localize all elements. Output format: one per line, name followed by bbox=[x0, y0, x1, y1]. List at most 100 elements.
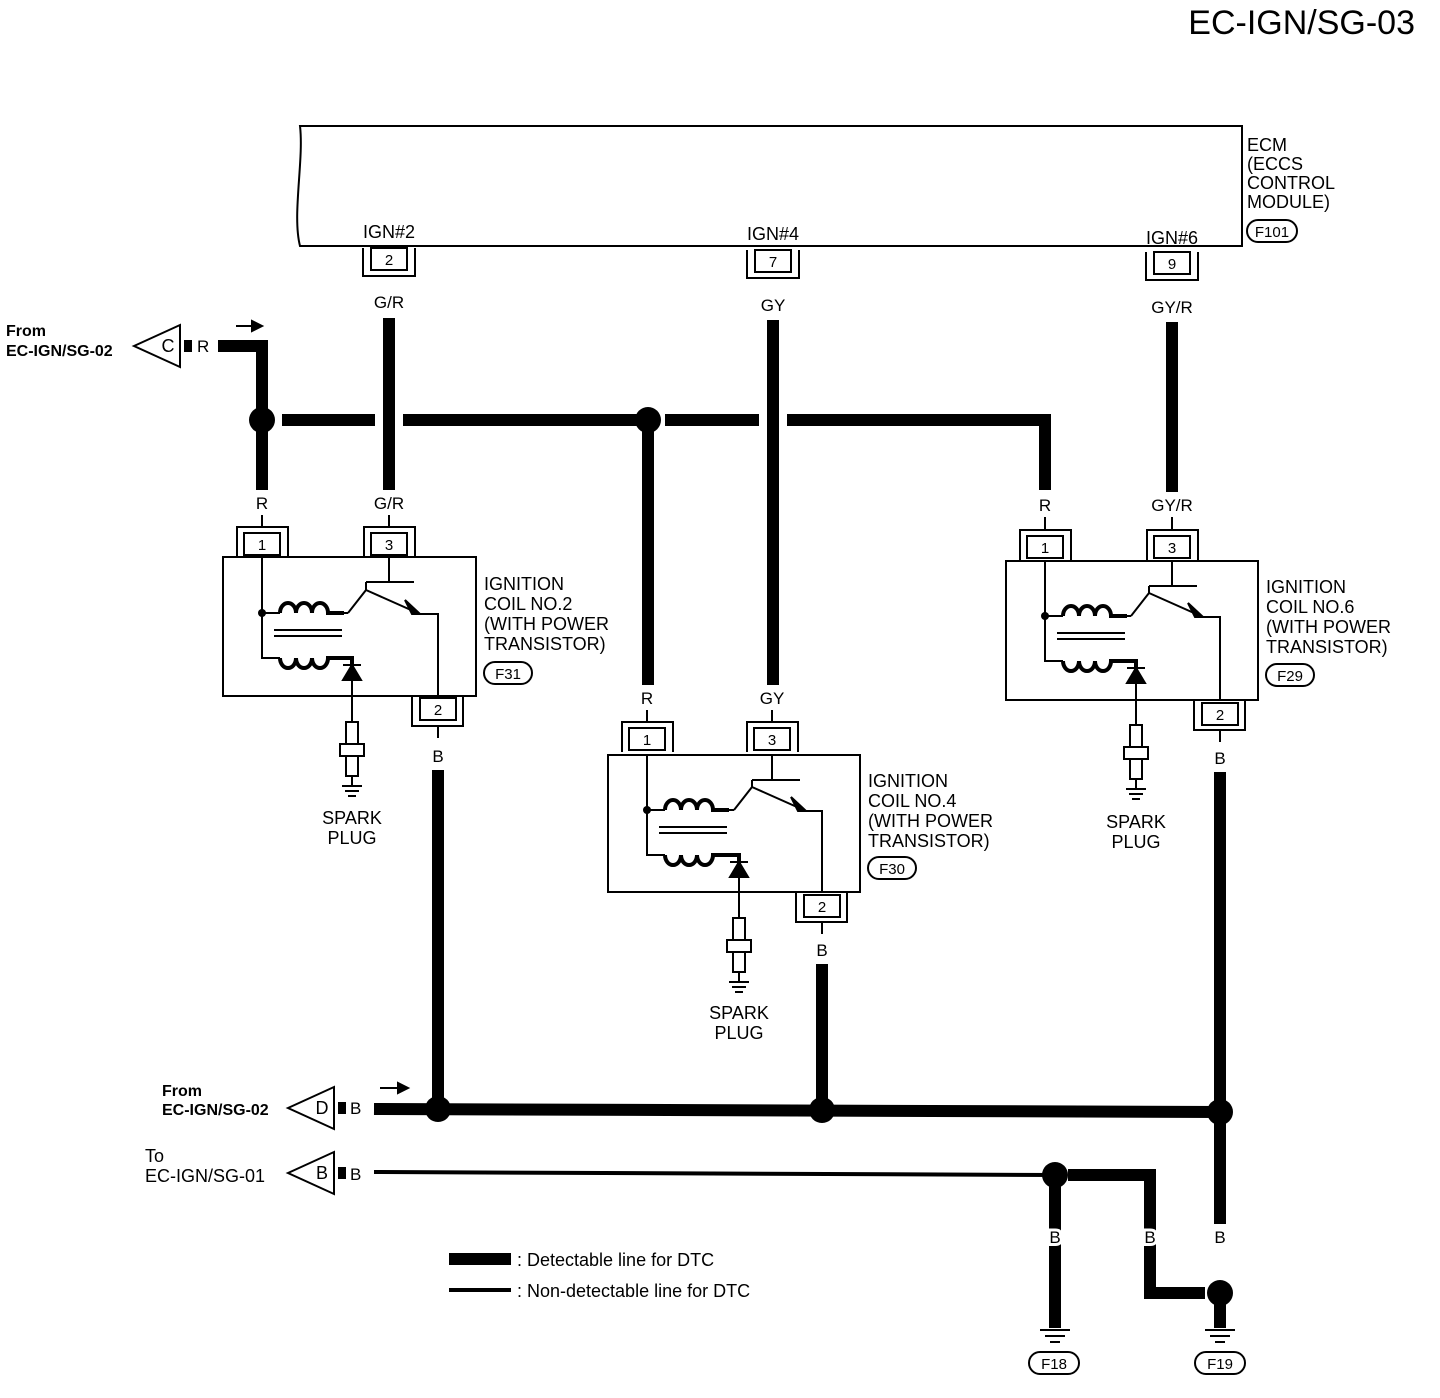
coil2-label-line-1: IGNITION bbox=[484, 574, 564, 594]
coil2-pin3: 3 bbox=[385, 537, 393, 554]
coil6-junction-dot bbox=[1041, 612, 1049, 620]
spark-plug-coil4-label-line-1: SPARK bbox=[709, 1003, 769, 1023]
coil4-pin1: 1 bbox=[643, 732, 651, 749]
coil6-primary-winding bbox=[1061, 604, 1127, 618]
coil2-pin2: 2 bbox=[434, 702, 442, 719]
spark-plug-coil4-label-line-2: PLUG bbox=[714, 1023, 763, 1043]
coil2-pin1: 1 bbox=[258, 537, 266, 554]
ecm-terminal-bracket-ign6 bbox=[1145, 252, 1199, 281]
coil4-pin3-box bbox=[753, 727, 791, 751]
ref-d-direction: From bbox=[162, 1083, 202, 1100]
coil2-label-line-3: (WITH POWER bbox=[484, 614, 609, 634]
ecm-terminal-pin-box-ign2 bbox=[370, 247, 408, 271]
coil4-pin1-bracket bbox=[621, 721, 674, 752]
ecm-terminal-pin-box-ign6 bbox=[1153, 251, 1191, 275]
ecm-terminal-bracket-ign2 bbox=[362, 248, 416, 277]
legend-non-detectable-text: : Non-detectable line for DTC bbox=[517, 1281, 750, 1301]
coil2-pin3-box bbox=[370, 532, 408, 556]
ecm-terminal-name-ign4: IGN#4 bbox=[747, 224, 799, 244]
wire-label-b-coil6: B bbox=[1214, 749, 1225, 768]
coil2-pin1-bracket bbox=[236, 526, 289, 557]
ecm-label-line-4: MODULE) bbox=[1247, 192, 1330, 212]
ecm-connector-badge bbox=[1246, 219, 1298, 243]
wire-label-b-coil2: B bbox=[432, 747, 443, 766]
spark-plug-coil6-body bbox=[1123, 746, 1149, 760]
ecm-box bbox=[296, 125, 1243, 247]
wire-label-b-coil4: B bbox=[816, 941, 827, 960]
ecm-terminal-pin-ign2: 2 bbox=[385, 252, 393, 269]
ground-f19-badge bbox=[1194, 1351, 1246, 1375]
coil2-pin3-bracket bbox=[363, 526, 416, 557]
coil2-label-line-2: COIL NO.2 bbox=[484, 594, 572, 614]
ground-f18-connector: F18 bbox=[1041, 1356, 1067, 1373]
coil4-connector-badge bbox=[867, 856, 917, 880]
coil6-label-line-2: COIL NO.6 bbox=[1266, 597, 1354, 617]
coil2-connector-id: F31 bbox=[495, 666, 521, 683]
ref-c-direction: From bbox=[6, 323, 46, 340]
wire-b-to-sg01 bbox=[373, 1170, 1056, 1177]
coil4-junction-dot bbox=[643, 806, 651, 814]
coil4-label-line-1: IGNITION bbox=[868, 771, 948, 791]
ecm-terminal-name-ign2: IGN#2 bbox=[363, 222, 415, 242]
coil4-label-line-2: COIL NO.4 bbox=[868, 791, 956, 811]
wire-label-b-f18: B bbox=[1049, 1228, 1060, 1247]
wire-r-bus-seg4 bbox=[787, 414, 1051, 490]
ref-d-arrow-symbol bbox=[285, 1085, 335, 1131]
wire-label-gy-top: GY bbox=[761, 296, 786, 315]
coil4-label-line-4: TRANSISTOR) bbox=[868, 831, 990, 851]
ref-d-flow-arrow bbox=[380, 1081, 411, 1095]
spark-plug-coil2-label-line-2: PLUG bbox=[327, 828, 376, 848]
spark-plug-coil6-label-line-1: SPARK bbox=[1106, 812, 1166, 832]
ref-c-arrow-symbol bbox=[131, 323, 181, 369]
spark-plug-coil2-body bbox=[339, 743, 365, 757]
coil6-pin1: 1 bbox=[1041, 540, 1049, 557]
coil6-connector-badge bbox=[1265, 663, 1315, 687]
coil4-label-line-3: (WITH POWER bbox=[868, 811, 993, 831]
spark-plug-coil4-body bbox=[726, 939, 752, 953]
ecm-terminal-name-ign6: IGN#6 bbox=[1146, 228, 1198, 248]
wire-label-b-ref-b: B bbox=[350, 1165, 361, 1184]
coil6-connector-id: F29 bbox=[1277, 668, 1303, 685]
ecm-label-line-1: ECM bbox=[1247, 135, 1287, 155]
coil4-pin2-box bbox=[803, 894, 841, 918]
wire-b-ground-link bbox=[1068, 1169, 1205, 1299]
coil2-secondary-winding bbox=[278, 656, 354, 670]
coil6-pin2-box bbox=[1201, 702, 1239, 726]
wire-b-bus bbox=[373, 1103, 1221, 1118]
coil2-connector-badge bbox=[483, 661, 533, 685]
ground-f19-connector: F19 bbox=[1207, 1356, 1233, 1373]
coil6-pin3-box bbox=[1153, 535, 1191, 559]
coil4-transistor-emitter-arrow bbox=[790, 796, 809, 812]
ref-d-page: EC-IGN/SG-02 bbox=[162, 1102, 269, 1119]
coil4-connector-id: F30 bbox=[879, 861, 905, 878]
wire-label-gy-r-coil6: GY/R bbox=[1151, 496, 1193, 515]
junction-b-coil6 bbox=[1207, 1099, 1233, 1125]
ecm-label-line-2: (ECCS bbox=[1247, 154, 1303, 174]
ref-d-letter: D bbox=[316, 1098, 329, 1118]
legend-detectable-text: : Detectable line for DTC bbox=[517, 1250, 714, 1270]
junction-b-coil4 bbox=[809, 1097, 835, 1123]
wire-label-gy-r-top: GY/R bbox=[1151, 298, 1193, 317]
ref-b-arrow-symbol bbox=[285, 1150, 335, 1196]
spark-plug-coil4-tip bbox=[732, 951, 746, 973]
ref-d-terminal-tab bbox=[338, 1102, 346, 1114]
spark-plug-coil6-top bbox=[1129, 724, 1143, 748]
ecm-terminal-pin-ign4: 7 bbox=[769, 254, 777, 271]
wire-label-r-coil2: R bbox=[256, 494, 268, 513]
spark-plug-coil6-label-line-2: PLUG bbox=[1111, 832, 1160, 852]
coil6-pin1-box bbox=[1026, 535, 1064, 559]
ecm-connector-id: F101 bbox=[1255, 224, 1289, 241]
ref-b-direction: To bbox=[145, 1146, 164, 1166]
ref-b-letter: B bbox=[316, 1163, 328, 1183]
coil6-label-line-3: (WITH POWER bbox=[1266, 617, 1391, 637]
coil6-internal-wiring bbox=[1044, 561, 1221, 700]
ref-c-letter: C bbox=[162, 336, 175, 356]
wire-r-feed bbox=[218, 340, 268, 420]
coil4-pin3-bracket bbox=[746, 721, 799, 752]
wire-label-g-r-coil2: G/R bbox=[374, 494, 404, 513]
coil6-label-line-4: TRANSISTOR) bbox=[1266, 637, 1388, 657]
spark-plug-coil2-label-line-1: SPARK bbox=[322, 808, 382, 828]
ecm-label-line-3: CONTROL bbox=[1247, 173, 1335, 193]
coil4-pin1-box bbox=[628, 727, 666, 751]
